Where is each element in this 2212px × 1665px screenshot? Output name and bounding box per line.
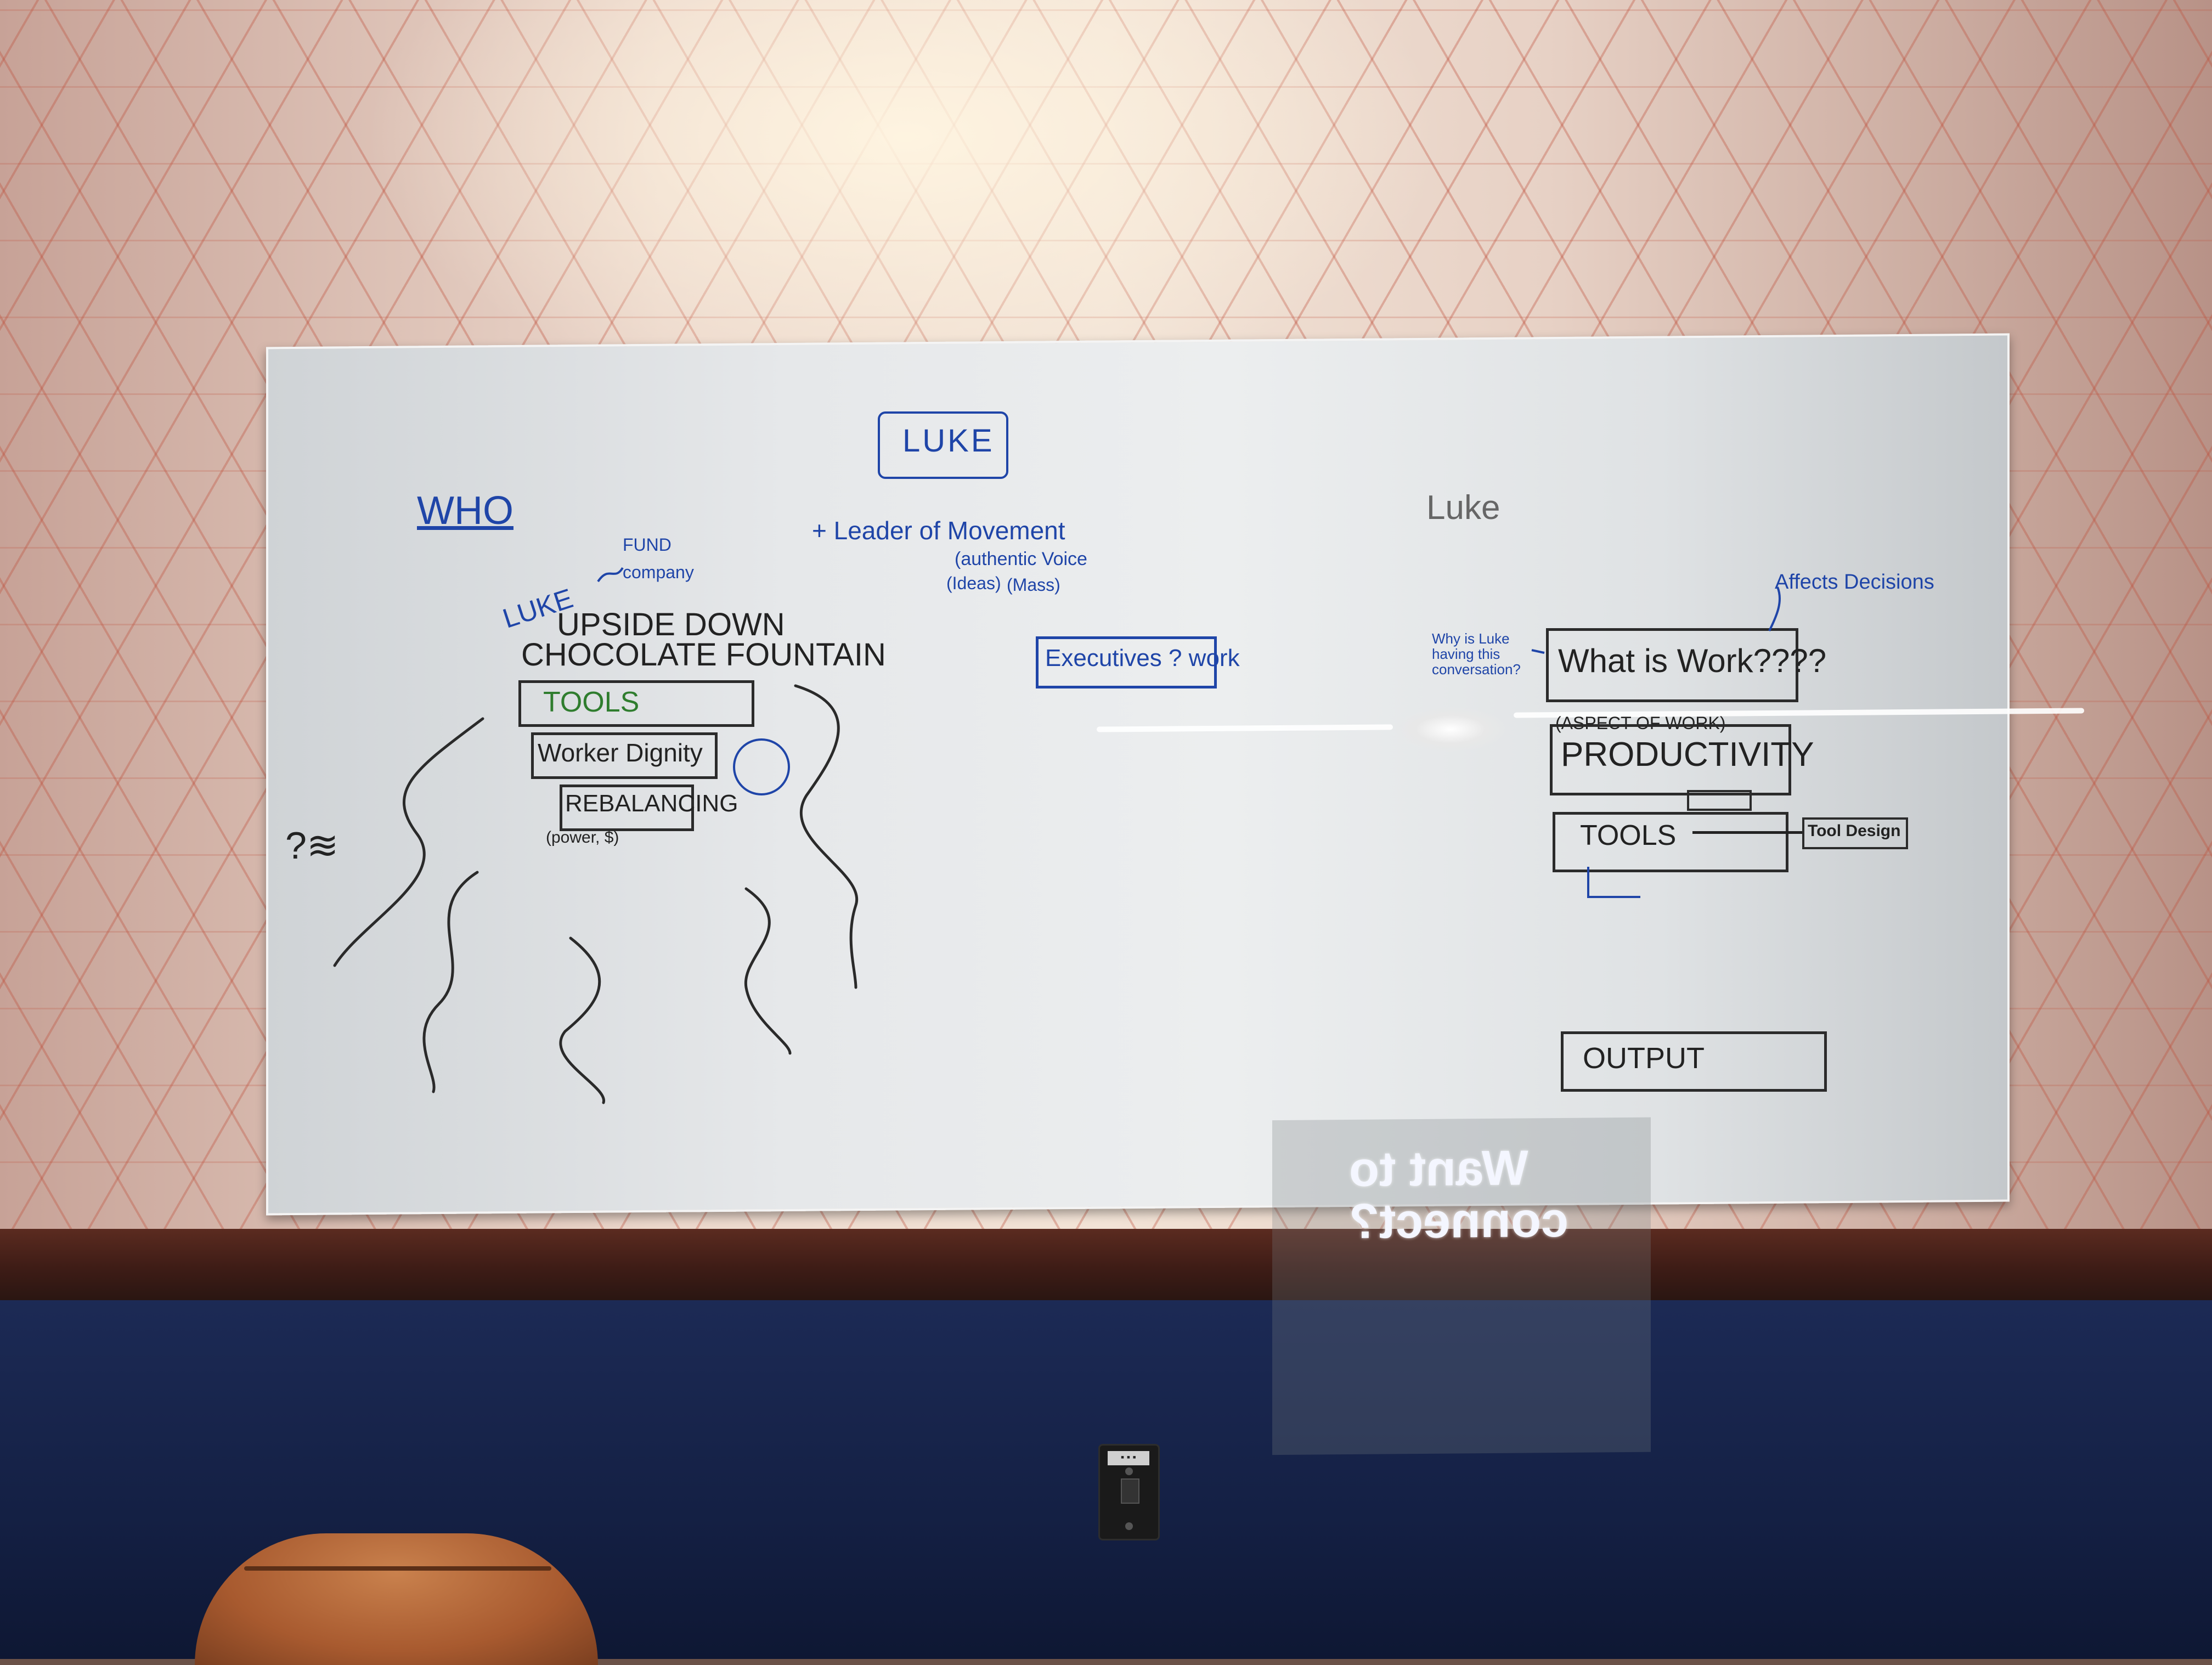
tools-text-right: TOOLS — [1580, 820, 1677, 851]
productivity-box — [1550, 724, 1791, 795]
scribble-mark: ?≋ — [285, 824, 339, 867]
switch-screw-top — [1125, 1468, 1133, 1475]
what-is-work-box — [1546, 628, 1798, 702]
connector-line — [1692, 831, 1802, 834]
output-box — [1561, 1031, 1827, 1092]
worker-dignity-box — [531, 732, 718, 779]
wavy-line-3 — [559, 936, 605, 1104]
wavy-line-5 — [794, 684, 859, 989]
why-arrow — [1531, 649, 1545, 654]
tools-right-box — [1553, 812, 1788, 872]
switch-screw-bottom — [1125, 1522, 1133, 1530]
chocolate-fountain-text: CHOCOLATE FOUNTAIN — [521, 637, 886, 673]
brace-mark — [597, 567, 624, 583]
leader-of-movement: + Leader of Movement — [812, 516, 1065, 545]
tools-box — [518, 680, 754, 727]
affects-arrow — [1768, 586, 1781, 631]
fund-label: FUND — [623, 535, 672, 555]
aspect-of-work: (ASPECT OF WORK) — [1555, 713, 1726, 733]
ideas-label: (Ideas) — [946, 573, 1001, 593]
small-box — [1687, 790, 1752, 811]
company-label: company — [623, 562, 694, 582]
upside-down-text: UPSIDE DOWN — [557, 607, 785, 642]
output-text: OUTPUT — [1583, 1042, 1705, 1075]
wavy-line-4 — [744, 887, 792, 1055]
right-title: Luke — [1426, 489, 1500, 527]
chair-rail — [0, 1229, 2212, 1300]
tools-text-left: TOOLS — [543, 686, 640, 718]
executives-text: Executives ? work — [1045, 645, 1240, 671]
why-luke-text: Why is Luke having this conversation? — [1432, 630, 1521, 678]
who-header: WHO — [417, 489, 514, 533]
center-title: LUKE — [902, 423, 995, 459]
leather-bag — [195, 1533, 598, 1665]
wall-switch: ▪▪▪ — [1098, 1444, 1160, 1540]
wavy-line-1 — [333, 717, 484, 967]
authentic-voice: (authentic Voice — [955, 549, 1087, 569]
switch-label: ▪▪▪ — [1108, 1451, 1149, 1465]
circle-mark — [733, 738, 790, 795]
rebalancing-text: REBALANCING — [565, 790, 738, 817]
productivity-text: PRODUCTIVITY — [1561, 736, 1814, 774]
tool-design-box — [1802, 817, 1908, 849]
power-text: (power, $) — [546, 828, 619, 846]
tool-design-text: Tool Design — [1808, 822, 1901, 840]
mass-label: (Mass) — [1007, 575, 1060, 595]
blue-connector — [1587, 867, 1640, 898]
executives-box — [1036, 636, 1217, 688]
bag-zipper — [244, 1566, 551, 1571]
what-is-work-text: What is Work???? — [1558, 642, 1827, 679]
rebalancing-box — [560, 784, 694, 831]
affects-decisions: Affects Decisions — [1775, 571, 1934, 594]
luke-title-box — [878, 411, 1008, 479]
wavy-line-2 — [422, 871, 479, 1093]
worker-dignity-text: Worker Dignity — [538, 738, 703, 767]
switch-toggle — [1121, 1478, 1139, 1504]
